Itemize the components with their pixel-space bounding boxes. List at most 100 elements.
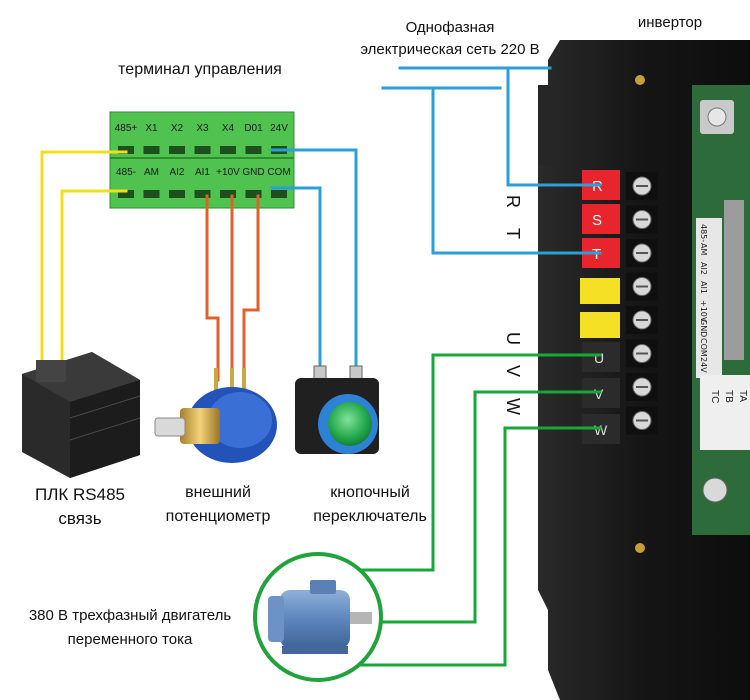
wire-485plus [40, 150, 128, 367]
motor-label-line1: 380 В трехфазный двигатель [29, 607, 231, 624]
terminal-screws [626, 172, 658, 435]
wire-gnd-pot [242, 194, 260, 382]
relay-terminal-block [700, 375, 750, 450]
pot-pin-3 [242, 368, 246, 390]
pot-shaft [154, 417, 186, 437]
wire-ai1-pot [205, 194, 220, 382]
motor-label-line2: переменного тока [68, 631, 193, 648]
plc-top [22, 352, 140, 402]
board-terminal-label: COM [699, 338, 708, 357]
pot-bushing [180, 408, 220, 444]
board-terminal-label: 24V [699, 357, 708, 373]
pot-pin-1 [214, 368, 218, 390]
plc-terminal-strip [36, 360, 66, 382]
plc-ridge-1 [69, 395, 141, 419]
output-terminal-label: W [594, 422, 608, 438]
terminal-bottom-label: +10V [216, 167, 240, 178]
terminal-top-slot [169, 146, 185, 154]
board-screw-bottom [702, 477, 728, 503]
terminal-bottom-slot [271, 190, 287, 198]
relay-terminal-label: TC [709, 390, 720, 403]
label-u: U [503, 332, 523, 345]
board-terminal-label: AI1 [699, 281, 708, 294]
warning-tag-2 [580, 312, 620, 338]
motor-body [280, 590, 350, 648]
pot-label-line1: внешний [185, 484, 251, 501]
terminal-bottom-label: GND [242, 167, 264, 178]
output-terminal-label: V [594, 386, 604, 402]
motor-wire-v [356, 390, 602, 624]
inverter-side-rib [538, 85, 560, 165]
button-cap [328, 402, 372, 446]
motor-fan-cover [268, 596, 284, 642]
terminal-top-slot [220, 146, 236, 154]
potentiometer [154, 368, 277, 463]
terminal-bottom-slot [220, 190, 236, 198]
wires [40, 66, 602, 667]
pot-face [208, 392, 272, 448]
terminal-top-label: X2 [171, 123, 184, 134]
output-terminal-label: U [594, 350, 604, 366]
warning-tag-1 [580, 278, 620, 304]
plc-ridge-2 [69, 417, 141, 441]
push-button-switch [295, 365, 379, 454]
label-r: R [503, 195, 523, 208]
terminal-bottom-slot [194, 190, 211, 198]
terminal-bottom-label: 485- [116, 167, 136, 178]
terminal-label: терминал управления [118, 61, 282, 78]
terminal-bottom-label: AI2 [169, 167, 184, 178]
plc-label-line2: связь [58, 509, 101, 528]
board-screw-top-head [707, 107, 727, 127]
board-connector-block [724, 200, 744, 360]
terminal-bottom-label: COM [267, 167, 290, 178]
terminal-bottom-label: AM [144, 167, 159, 178]
relay-terminal-label: TA [737, 390, 748, 402]
grid-label-line1: Однофазная [406, 19, 495, 36]
pot-label-line2: потенциометр [166, 508, 271, 525]
terminal-top-label: X4 [222, 123, 235, 134]
terminal-top-label: X3 [196, 123, 209, 134]
label-w: W [503, 398, 523, 415]
power-terminal-label: S [592, 212, 602, 229]
terminal-top-label: D01 [244, 123, 263, 134]
grid-label-line2: электрическая сеть 220 В [360, 41, 539, 58]
wire-24v-button [270, 148, 358, 374]
motor-wire-w [343, 426, 602, 667]
board-terminal-label: +10V [699, 300, 708, 323]
terminal-bottom-slot [245, 190, 262, 198]
terminal-bottom-slot [118, 190, 134, 198]
housing-screw-top [635, 75, 645, 85]
board-terminal-strip [696, 218, 722, 378]
wire-com-button [270, 186, 322, 374]
motor-terminal-box [310, 580, 336, 594]
output-terminal-plate [582, 342, 620, 372]
board-terminal-label: 485- [699, 224, 708, 242]
motor-base [282, 646, 348, 654]
terminal-top-slot [245, 146, 262, 154]
inverter-label: инвертор [638, 14, 702, 31]
terminal-bottom-slot [143, 190, 160, 198]
wire-485minus [60, 189, 128, 382]
button-label-line1: кнопочный [330, 484, 410, 501]
terminal-top-slot [118, 146, 134, 154]
ac-motor [253, 552, 383, 682]
plc-label-line1: ПЛК RS485 [35, 485, 125, 504]
label-t: T [503, 228, 523, 239]
relay-terminal-label: TB [723, 390, 734, 403]
board-terminal-label: AM [699, 243, 708, 255]
terminal-top-label: 485+ [115, 123, 138, 134]
button-contact-1 [313, 365, 327, 381]
terminal-top-label: X1 [145, 123, 158, 134]
terminal-bottom-slot [169, 190, 185, 198]
plc-device [22, 352, 141, 478]
mains-wire-r [506, 66, 602, 187]
pot-pin-2 [230, 368, 234, 390]
board-terminal-label: AI2 [699, 262, 708, 275]
motor-shaft [350, 612, 372, 624]
motor-wire-u [313, 353, 602, 572]
